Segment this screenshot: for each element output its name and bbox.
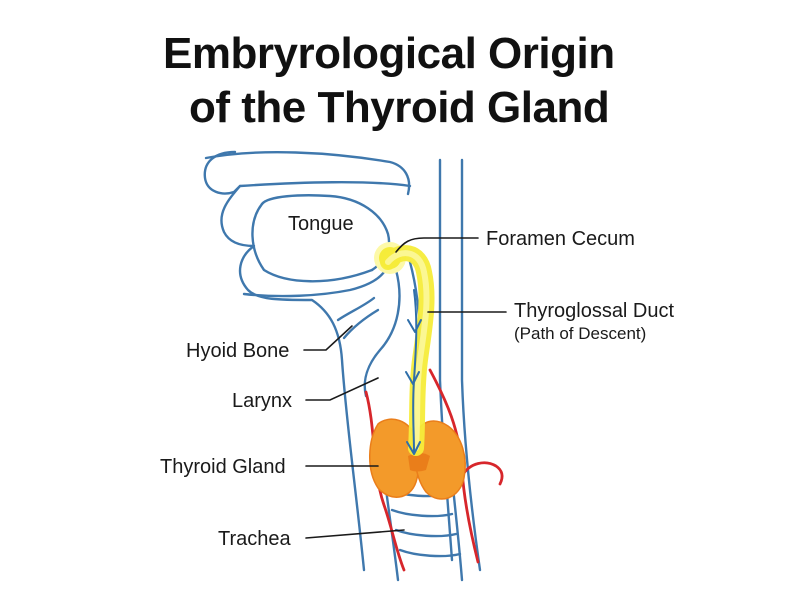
leader-larynx — [305, 377, 379, 401]
title-line-1: Embryrological Origin — [163, 29, 615, 78]
leader-hyoid-bone — [303, 325, 353, 351]
thyroglossal-duct-path — [374, 242, 435, 456]
label-foramen-cecum: Foramen Cecum — [486, 228, 635, 250]
leader-foramen-cecum — [395, 237, 479, 253]
label-larynx: Larynx — [232, 390, 292, 412]
label-thyroid-gland: Thyroid Gland — [160, 456, 286, 478]
label-hyoid-bone: Hyoid Bone — [186, 340, 289, 362]
label-trachea: Trachea — [218, 528, 292, 550]
leader-trachea — [305, 529, 405, 539]
label-path-of-descent: (Path of Descent) — [514, 324, 646, 343]
leader-lines — [303, 237, 507, 539]
thyroid-gland-shape — [369, 418, 466, 500]
label-tongue: Tongue — [288, 213, 354, 235]
label-thyroglossal-duct: Thyroglossal Duct — [514, 300, 675, 322]
title-line-2: of the Thyroid Gland — [189, 83, 610, 132]
